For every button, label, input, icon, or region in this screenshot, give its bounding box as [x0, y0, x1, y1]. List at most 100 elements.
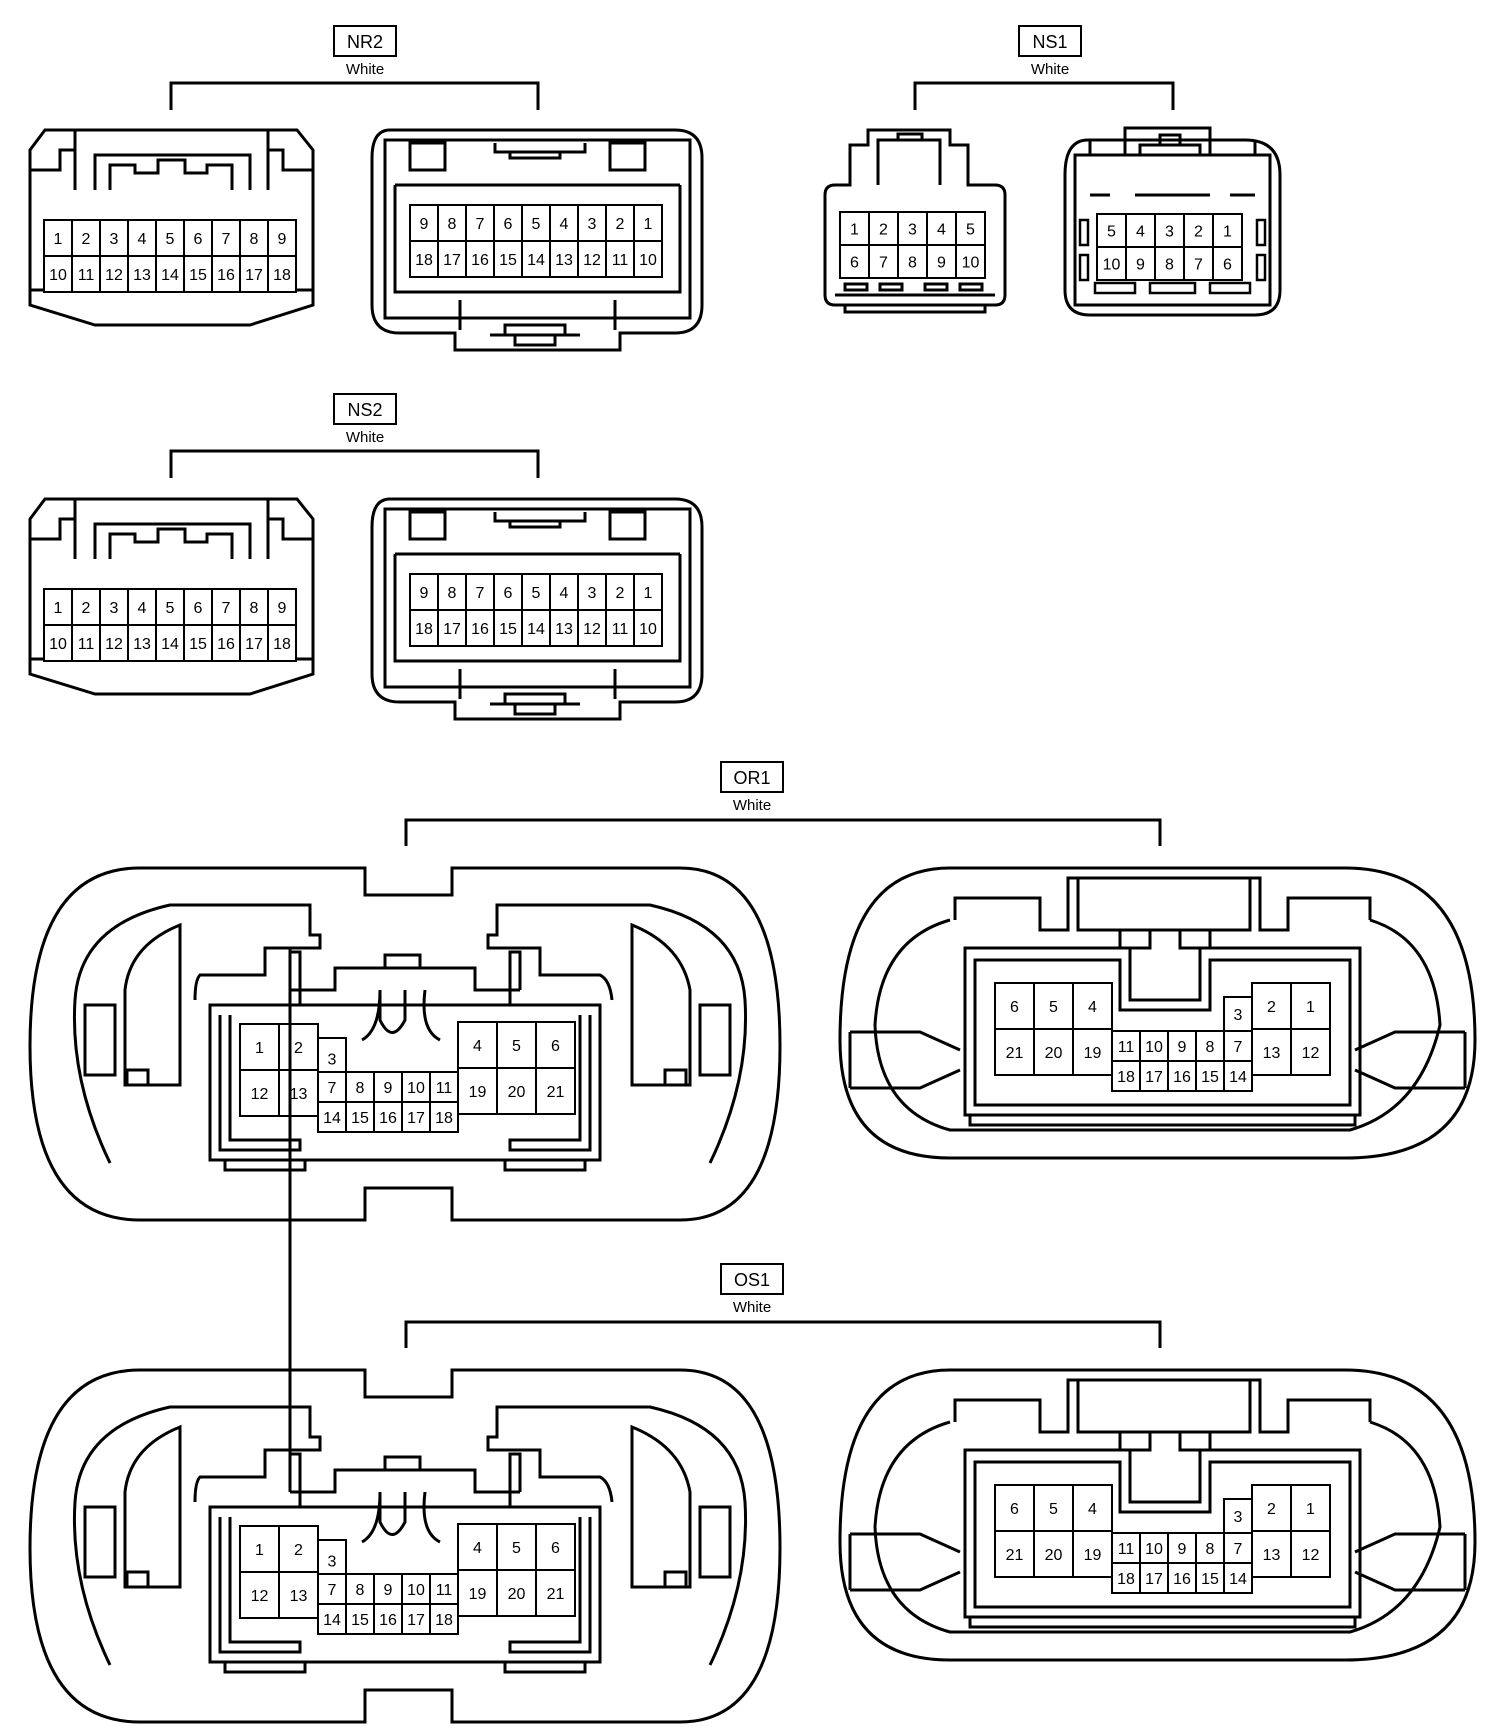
pin-number: 18	[1117, 1069, 1135, 1086]
pin-cell	[345, 1603, 375, 1635]
pin-cell	[633, 609, 663, 647]
pin-cell	[1096, 246, 1127, 281]
pin-cell	[155, 219, 185, 257]
connector-pin-8: 8	[239, 588, 269, 626]
pin-number: 17	[407, 1612, 425, 1629]
pin-number: 9	[937, 255, 946, 272]
connector-bracket	[169, 81, 540, 110]
pin-number: 11	[436, 1080, 453, 1097]
connector-pin-1: 1	[43, 219, 73, 257]
pin-cell	[99, 624, 129, 662]
pin-cell	[577, 240, 607, 278]
pin-number: 15	[189, 636, 207, 653]
pin-number: 15	[351, 1110, 369, 1127]
connector-label: NS2	[347, 400, 382, 420]
connector-pin-11: 11	[71, 255, 101, 293]
pin-number: 13	[555, 621, 573, 638]
connector-pin-14: 14	[521, 240, 551, 278]
connector-pin-10: 10	[1139, 1532, 1169, 1564]
connector-housing-left	[28, 866, 782, 1222]
pin-cell	[1290, 1530, 1331, 1578]
pin-number: 6	[551, 1540, 560, 1557]
connector-pin-5: 5	[496, 1523, 537, 1571]
pin-cell	[1167, 1562, 1197, 1594]
connector-pin-1: 1	[1212, 213, 1243, 248]
pin-number: 18	[415, 621, 433, 638]
pin-cell	[1212, 246, 1243, 281]
pin-number: 17	[1145, 1571, 1163, 1588]
connector-pin-19: 19	[457, 1067, 498, 1115]
pin-cell	[239, 1069, 280, 1117]
pin-cell	[1167, 1060, 1197, 1092]
pin-number: 9	[1178, 1039, 1187, 1056]
pin-number: 21	[547, 1586, 565, 1603]
pin-number: 14	[323, 1612, 341, 1629]
connector-pin-10: 10	[955, 244, 986, 279]
pin-cell	[496, 1569, 537, 1617]
pin-number: 6	[1010, 999, 1019, 1016]
connector-pin-7: 7	[211, 588, 241, 626]
pin-number: 15	[499, 621, 517, 638]
pin-cell	[1251, 1028, 1292, 1076]
pin-number: 12	[1302, 1045, 1320, 1062]
pin-cell	[183, 219, 213, 257]
connector-pin-18: 18	[267, 624, 297, 662]
connector-pin-13: 13	[1251, 1530, 1292, 1578]
pin-number: 8	[250, 231, 259, 248]
connector-pin-9: 9	[267, 219, 297, 257]
pin-cell	[373, 1603, 403, 1635]
connector-pin-12: 12	[99, 624, 129, 662]
connector-pin-12: 12	[577, 240, 607, 278]
pin-number: 15	[351, 1612, 369, 1629]
pin-cell	[1290, 1484, 1331, 1532]
connector-pin-1: 1	[839, 211, 870, 246]
pin-cell	[345, 1071, 375, 1103]
connector-pin-15: 15	[345, 1603, 375, 1635]
connector-pin-17: 17	[239, 624, 269, 662]
connector-pin-5: 5	[521, 204, 551, 242]
pin-number: 7	[222, 600, 231, 617]
connector-pin-7: 7	[868, 244, 899, 279]
connector-housing-right	[1063, 126, 1282, 317]
pin-cell	[239, 255, 269, 293]
pin-number: 11	[436, 1582, 453, 1599]
pin-cell	[493, 240, 523, 278]
connector-pin-14: 14	[521, 609, 551, 647]
pin-cell	[1111, 1060, 1141, 1092]
pin-number: 14	[1229, 1069, 1247, 1086]
connector-pin-17: 17	[239, 255, 269, 293]
pin-cell	[1096, 213, 1127, 248]
connector-pin-15: 15	[183, 255, 213, 293]
connector-pin-1: 1	[239, 1023, 280, 1071]
connector-pin-4: 4	[127, 588, 157, 626]
pin-cell	[868, 244, 899, 279]
pin-cell	[401, 1101, 431, 1133]
connector-pin-8: 8	[1195, 1030, 1225, 1062]
connector-pin-9: 9	[1167, 1030, 1197, 1062]
connector-pin-10: 10	[1139, 1030, 1169, 1062]
pin-cell	[373, 1101, 403, 1133]
connector-label-box	[720, 761, 784, 793]
pin-number: 18	[273, 267, 291, 284]
connector-pin-8: 8	[345, 1071, 375, 1103]
pin-cell	[211, 624, 241, 662]
pin-number: 11	[1118, 1039, 1135, 1056]
connector-bracket	[169, 449, 540, 478]
connector-pin-8: 8	[897, 244, 928, 279]
pin-number: 9	[278, 600, 287, 617]
connector-pin-17: 17	[401, 1101, 431, 1133]
pin-number: 18	[435, 1110, 453, 1127]
pin-number: 16	[1173, 1069, 1191, 1086]
connector-pin-16: 16	[373, 1101, 403, 1133]
pin-cell	[868, 211, 899, 246]
pin-number: 2	[879, 222, 888, 239]
connector-pin-3: 3	[99, 219, 129, 257]
connector-pin-20: 20	[1033, 1530, 1074, 1578]
pin-cell	[1167, 1030, 1197, 1062]
connector-pin-12: 12	[577, 609, 607, 647]
pin-number: 10	[49, 636, 67, 653]
connector-pin-14: 14	[1223, 1060, 1253, 1092]
pin-cell	[278, 1525, 319, 1573]
